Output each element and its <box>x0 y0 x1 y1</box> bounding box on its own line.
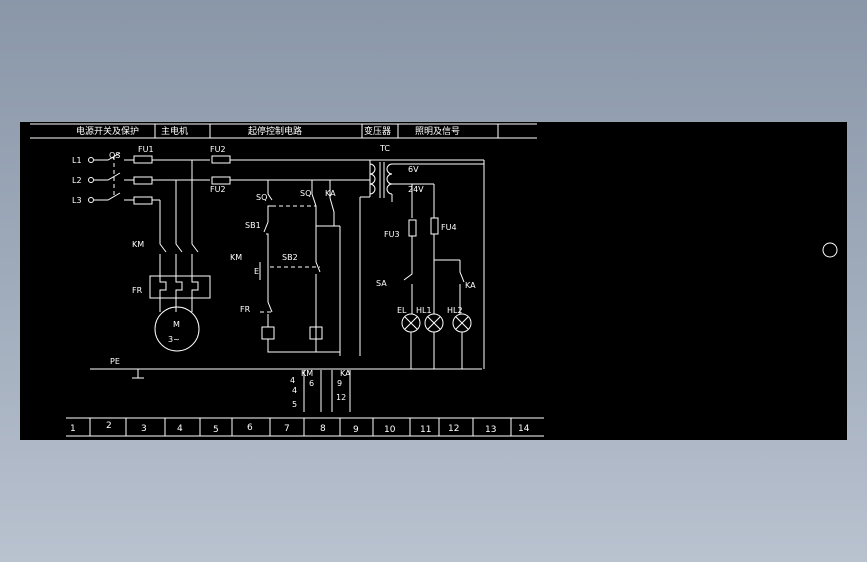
footer-col-14: 14 <box>518 424 530 434</box>
label-24v: 24V <box>408 185 424 194</box>
label-fr-main: FR <box>132 286 143 295</box>
contact-ka-title: KA <box>340 369 351 378</box>
contact-km-a-0: 4 <box>290 376 295 385</box>
circle-marker-icon <box>822 242 838 258</box>
label-el: EL <box>397 306 407 315</box>
header-section-motor: 主电机 <box>161 125 188 137</box>
label-sq-right: SQ <box>300 189 311 198</box>
km-coil <box>261 326 275 340</box>
footer-col-5: 5 <box>213 425 219 435</box>
header-bar: 电源开关及保护 主电机 起停控制电路 变压器 照明及信号 <box>30 123 537 139</box>
footer-col-9: 9 <box>353 425 359 435</box>
lamp-hl1 <box>424 313 444 333</box>
label-km-main: KM <box>132 240 144 249</box>
lamp-hl2 <box>452 313 472 333</box>
contact-km-a-1: 4 <box>292 386 297 395</box>
footer-col-4: 4 <box>177 424 183 434</box>
footer-col-7: 7 <box>284 424 290 434</box>
label-fr-ctrl: FR <box>240 305 251 314</box>
footer-col-11: 11 <box>420 425 431 435</box>
terminal-l3 <box>88 197 94 203</box>
footer-col-2: 2 <box>106 421 112 431</box>
header-section-lighting: 照明及信号 <box>415 125 460 137</box>
label-motor-3: 3~ <box>168 335 180 344</box>
power-section: L1 L2 L3 QS FU1 FU2 FU2 <box>72 145 484 240</box>
footer-columns: 1 2 3 4 5 6 7 8 9 10 11 12 13 14 <box>66 417 544 437</box>
header-section-power: 电源开关及保护 <box>76 125 139 137</box>
label-fu3: FU3 <box>384 230 400 239</box>
contact-km-title: KM <box>301 369 313 378</box>
label-tc: TC <box>379 144 390 153</box>
label-sa: SA <box>376 279 387 288</box>
transformer-section: TC 6V 24V <box>359 144 424 356</box>
label-l1: L1 <box>72 156 82 165</box>
contact-km-b: 6 <box>309 379 314 388</box>
footer-col-13: 13 <box>485 425 496 435</box>
footer-col-12: 12 <box>448 424 459 434</box>
footer-col-6: 6 <box>247 423 253 433</box>
label-l3: L3 <box>72 196 82 205</box>
header-section-transformer: 变压器 <box>364 125 391 137</box>
label-sb2: SB2 <box>282 253 298 262</box>
label-km-ctrl: KM <box>230 253 242 262</box>
label-l2: L2 <box>72 176 82 185</box>
schematic-svg: 电源开关及保护 主电机 起停控制电路 变压器 照明及信号 L1 L2 L3 QS… <box>30 123 838 437</box>
control-section: SQ SQ KA SB1 KM E SB2 FR <box>230 180 341 356</box>
terminal-l2 <box>88 177 94 183</box>
label-fu2-top: FU2 <box>210 145 226 154</box>
motor-section: KM FR M 3~ PE <box>90 240 482 379</box>
label-motor-m: M <box>173 320 180 329</box>
header-section-control: 起停控制电路 <box>248 125 302 137</box>
terminal-l1 <box>88 157 94 163</box>
label-fu4: FU4 <box>441 223 457 232</box>
lighting-section: FU3 FU4 SA KA EL HL1 HL2 <box>376 160 485 369</box>
label-sb1: SB1 <box>245 221 261 230</box>
footer-col-1: 1 <box>70 424 76 434</box>
motor-symbol <box>154 306 200 352</box>
label-ka-signal: KA <box>465 281 476 290</box>
label-ka-top: KA <box>325 189 336 198</box>
label-6v: 6V <box>408 165 419 174</box>
label-qs: QS <box>109 151 120 160</box>
label-fu2-bottom: FU2 <box>210 185 226 194</box>
footer-col-8: 8 <box>320 424 326 434</box>
label-pe: PE <box>110 357 120 366</box>
label-e-mark: E <box>254 267 259 276</box>
contact-ka-0: 9 <box>337 379 342 388</box>
label-sq-left: SQ <box>256 193 267 202</box>
lamp-el <box>401 313 421 333</box>
label-hl2: HL2 <box>447 306 463 315</box>
footer-col-10: 10 <box>384 425 396 435</box>
label-fu1: FU1 <box>138 145 154 154</box>
schematic-canvas: 电源开关及保护 主电机 起停控制电路 变压器 照明及信号 L1 L2 L3 QS… <box>20 122 847 440</box>
contact-ka-1: 12 <box>336 393 346 402</box>
footer-col-3: 3 <box>141 424 147 434</box>
contact-table: KM 4 4 5 6 KA 9 12 <box>290 369 351 412</box>
label-hl1: HL1 <box>416 306 432 315</box>
contact-km-a-2: 5 <box>292 400 297 409</box>
